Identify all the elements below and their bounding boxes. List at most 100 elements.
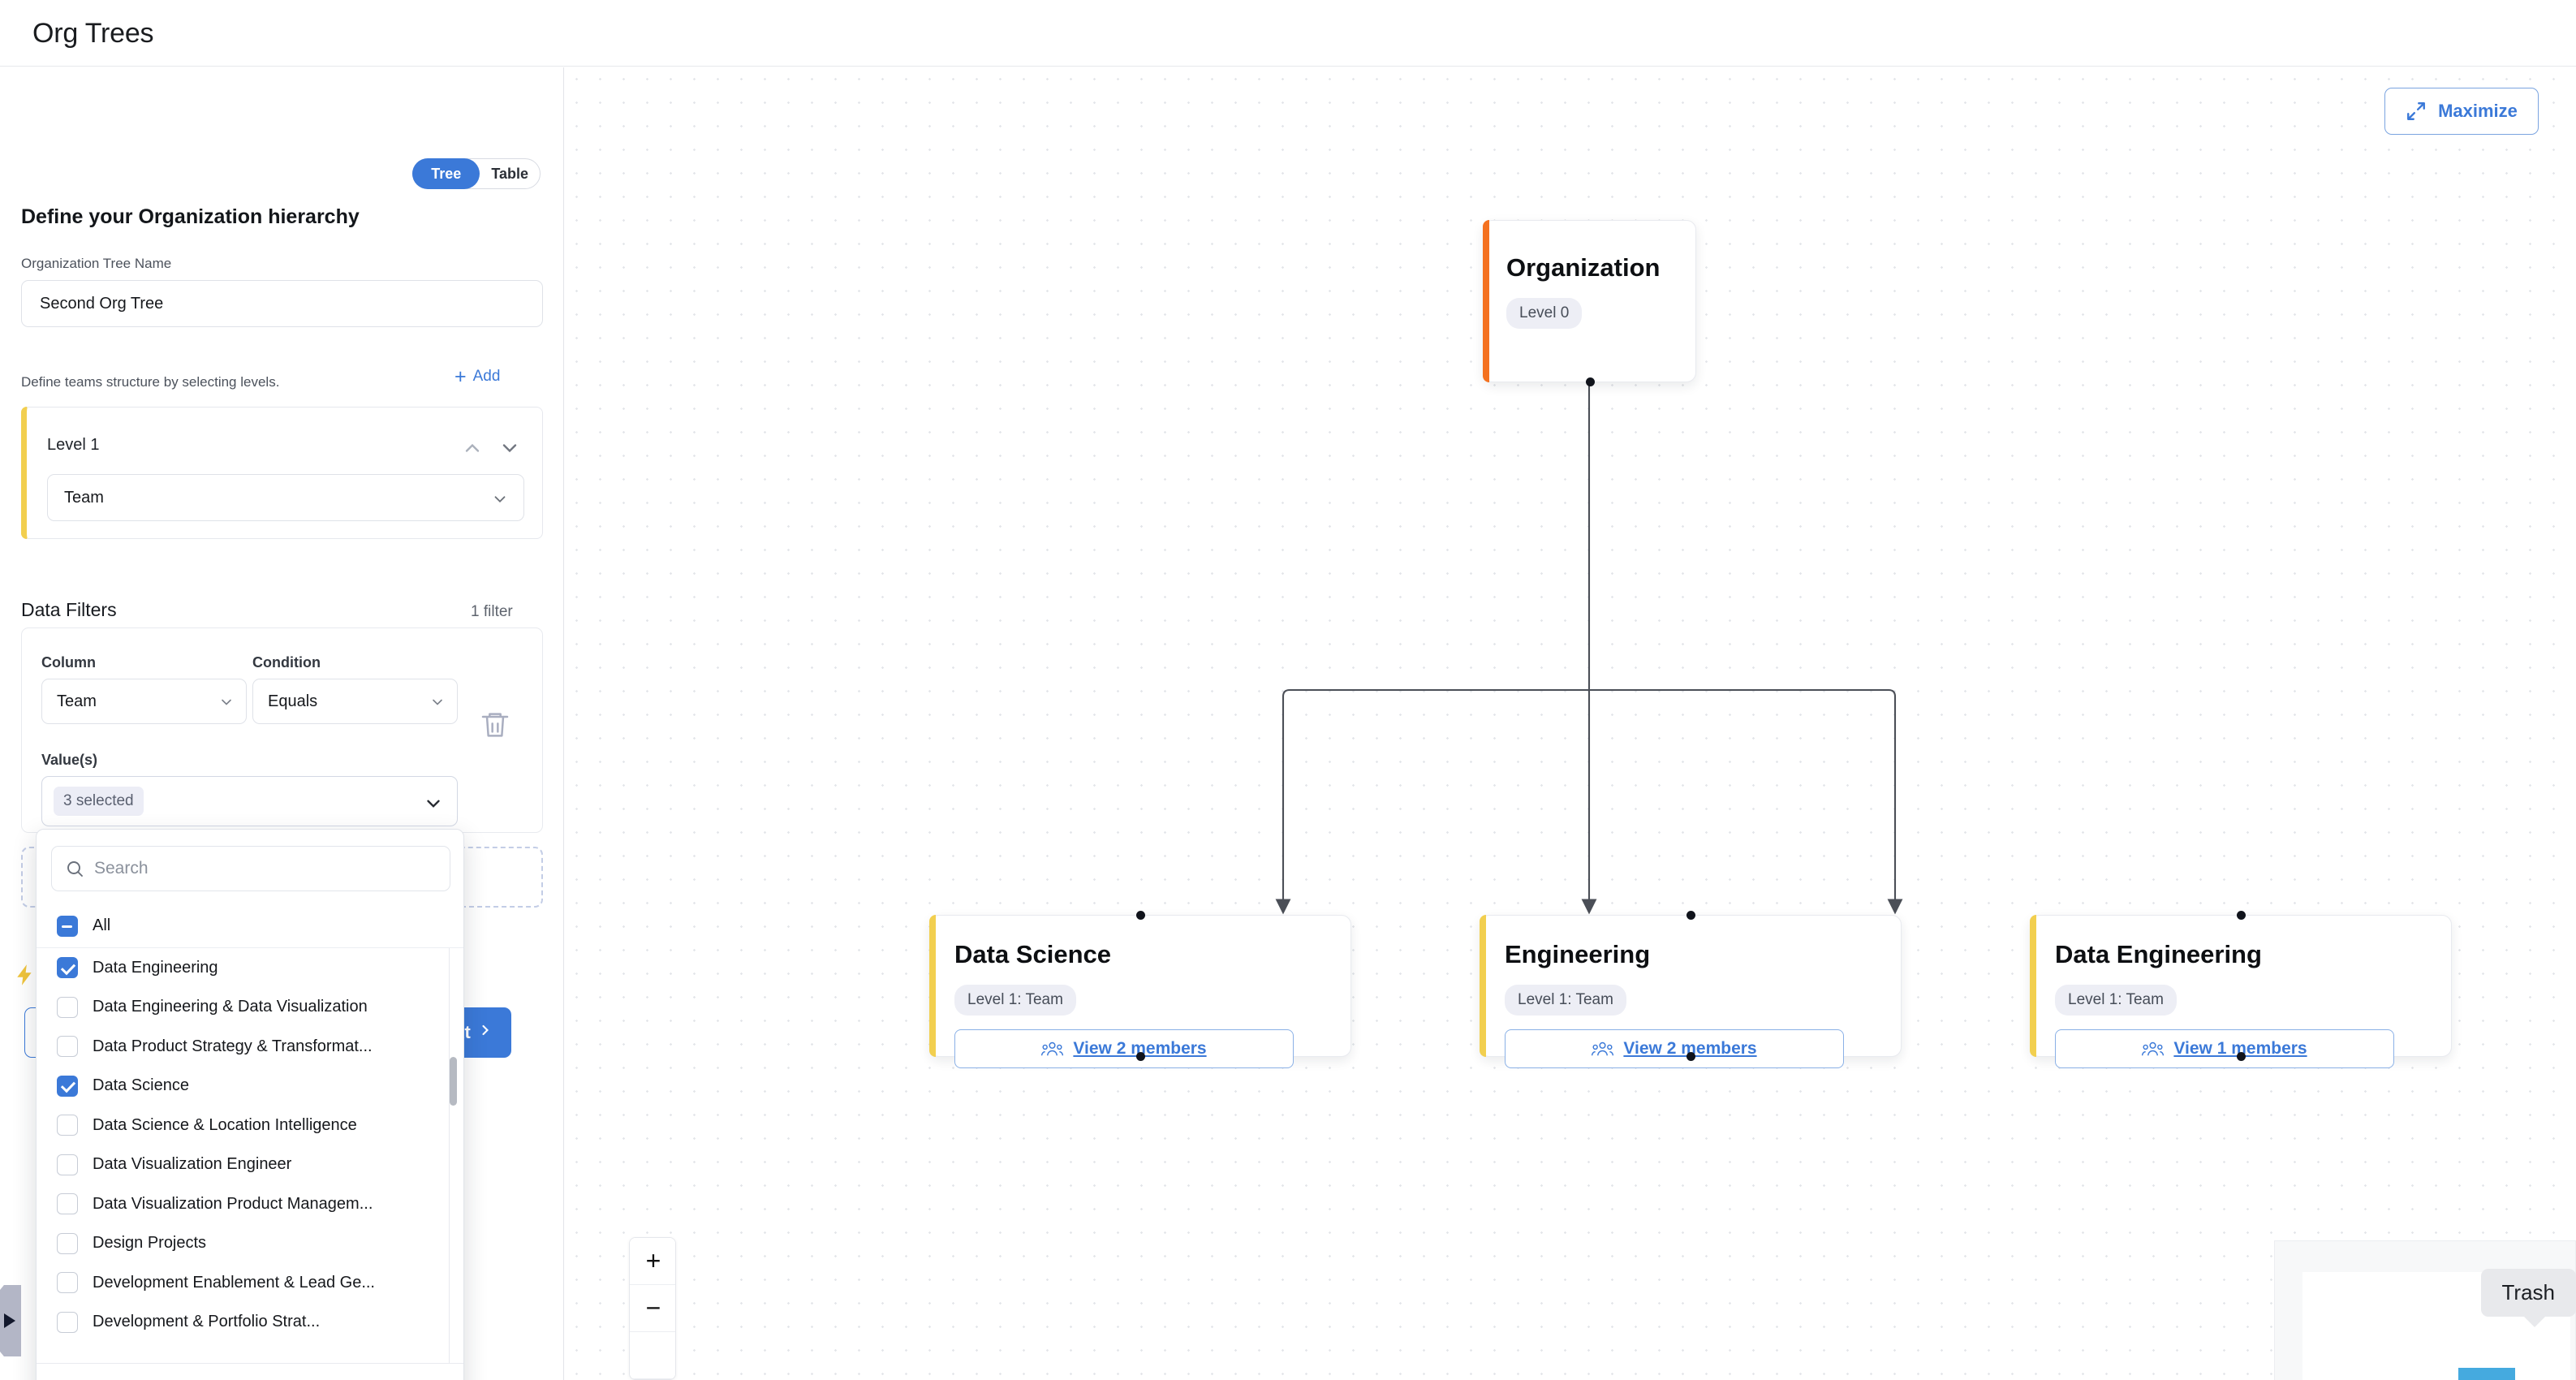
org-node-root[interactable]: Organization Level 0 bbox=[1483, 220, 1696, 386]
data-filters-title: Data Filters bbox=[21, 599, 117, 620]
search-input[interactable] bbox=[94, 859, 437, 878]
node-title: Data Engineering bbox=[2055, 940, 2262, 968]
filters-count: 1 filter bbox=[471, 603, 513, 620]
section-heading: Define your Organization hierarchy bbox=[21, 205, 360, 228]
node-accent-bar bbox=[1483, 220, 1489, 382]
option-label: Design Projects bbox=[93, 1234, 207, 1253]
option-label: Data Product Strategy & Transformat... bbox=[93, 1037, 373, 1055]
view-members-button[interactable]: View 1 members bbox=[2055, 1029, 2394, 1068]
node-port-top[interactable] bbox=[1136, 911, 1145, 920]
view-members-label: View 2 members bbox=[1073, 1039, 1207, 1058]
node-accent-bar bbox=[2030, 915, 2036, 1057]
org-tree-canvas[interactable]: Maximize Organization Level 0 Data Scien… bbox=[565, 67, 2576, 1380]
view-members-button[interactable]: View 2 members bbox=[1505, 1029, 1844, 1068]
node-level-badge: Level 1: Team bbox=[1505, 985, 1626, 1016]
option-label: Data Engineering bbox=[93, 958, 218, 977]
tab-tree[interactable]: Tree bbox=[412, 158, 480, 189]
maximize-label: Maximize bbox=[2438, 101, 2518, 121]
level-accent-bar bbox=[21, 407, 27, 539]
move-level-down-button[interactable] bbox=[498, 437, 521, 459]
people-icon bbox=[1041, 1041, 1064, 1056]
dropdown-scrollbar-thumb[interactable] bbox=[450, 1057, 457, 1106]
dropdown-option[interactable]: Data Product Strategy & Transformat... bbox=[37, 1027, 463, 1067]
option-checkbox[interactable] bbox=[57, 1272, 78, 1294]
level-card: Level 1 Team bbox=[21, 407, 543, 539]
dropdown-option[interactable]: Data Engineering bbox=[37, 948, 463, 988]
node-port-bottom[interactable] bbox=[1136, 1052, 1145, 1061]
levels-hint-text: Define teams structure by selecting leve… bbox=[21, 374, 280, 390]
chevron-down-icon bbox=[218, 694, 235, 715]
node-port-bottom[interactable] bbox=[2237, 1052, 2246, 1061]
dropdown-option[interactable]: Development & Portfolio Strat... bbox=[37, 1303, 463, 1343]
zoom-fit-button[interactable] bbox=[630, 1332, 675, 1379]
filter-column-select[interactable]: Team bbox=[41, 679, 247, 724]
option-checkbox[interactable] bbox=[57, 1154, 78, 1175]
chevron-down-icon bbox=[491, 490, 509, 513]
chevron-down-icon bbox=[429, 694, 446, 715]
dropdown-scrollbar-track[interactable] bbox=[450, 955, 457, 1357]
node-port-bottom[interactable] bbox=[1586, 377, 1595, 386]
maximize-button[interactable]: Maximize bbox=[2384, 88, 2539, 135]
select-all-checkbox[interactable] bbox=[57, 915, 78, 937]
option-checkbox[interactable] bbox=[57, 996, 78, 1018]
dropdown-option[interactable]: Development Enablement & Lead Ge... bbox=[37, 1263, 463, 1303]
dropdown-option[interactable]: Data Visualization Product Managem... bbox=[37, 1184, 463, 1224]
option-label: Development & Portfolio Strat... bbox=[93, 1313, 321, 1331]
option-label: Development Enablement & Lead Ge... bbox=[93, 1273, 375, 1292]
people-icon bbox=[2142, 1041, 2165, 1056]
option-checkbox[interactable] bbox=[57, 1115, 78, 1136]
view-mode-toggle[interactable]: Tree Table bbox=[412, 158, 541, 189]
tree-name-input[interactable] bbox=[21, 280, 543, 327]
filter-hint-row bbox=[15, 964, 36, 985]
top-bar: Org Trees bbox=[0, 0, 2576, 67]
org-node-data-engineering[interactable]: Data Engineering Level 1: Team View 1 me… bbox=[2030, 911, 2452, 1068]
zoom-controls[interactable]: + − bbox=[629, 1237, 676, 1380]
selected-count-chip: 3 selected bbox=[54, 787, 144, 816]
option-checkbox[interactable] bbox=[57, 957, 78, 979]
dropdown-option[interactable]: Data Visualization Engineer bbox=[37, 1145, 463, 1185]
option-label: Data Visualization Product Managem... bbox=[93, 1194, 373, 1213]
plus-icon: + bbox=[454, 364, 467, 388]
node-port-top[interactable] bbox=[2237, 911, 2246, 920]
canvas-minimap[interactable] bbox=[2274, 1240, 2576, 1380]
node-port-top[interactable] bbox=[1686, 911, 1695, 920]
filter-values-select[interactable]: 3 selected bbox=[41, 776, 458, 826]
level-column-select[interactable]: Team bbox=[47, 474, 524, 521]
level-title: Level 1 bbox=[47, 436, 100, 454]
zoom-out-button[interactable]: − bbox=[630, 1285, 675, 1332]
chevron-down-icon bbox=[423, 793, 444, 818]
sidebar-collapse-handle[interactable] bbox=[0, 1285, 21, 1356]
option-checkbox[interactable] bbox=[57, 1311, 78, 1333]
configuration-sidebar: Tree Table Define your Organization hier… bbox=[0, 67, 564, 1380]
org-node-engineering[interactable]: Engineering Level 1: Team View 2 members bbox=[1480, 911, 1902, 1068]
option-checkbox[interactable] bbox=[57, 1193, 78, 1215]
option-label: Data Engineering & Data Visualization bbox=[93, 998, 368, 1016]
zoom-in-button[interactable]: + bbox=[630, 1238, 675, 1285]
filter-condition-select[interactable]: Equals bbox=[252, 679, 458, 724]
org-node-data-science[interactable]: Data Science Level 1: Team View 2 member… bbox=[929, 911, 1351, 1068]
page-title: Org Trees bbox=[32, 18, 154, 49]
node-port-bottom[interactable] bbox=[1686, 1052, 1695, 1061]
load-more-button[interactable]: Load More (200/333) bbox=[37, 1363, 463, 1380]
option-checkbox[interactable] bbox=[57, 1036, 78, 1058]
dropdown-select-all-row[interactable]: All bbox=[37, 904, 463, 948]
option-checkbox[interactable] bbox=[57, 1232, 78, 1254]
view-members-button[interactable]: View 2 members bbox=[954, 1029, 1294, 1068]
tree-connectors bbox=[1275, 383, 1903, 915]
filter-card: Column Condition Value(s) Team Equals 3 … bbox=[21, 627, 543, 833]
move-level-up-button[interactable] bbox=[461, 437, 484, 459]
option-label: Data Science & Location Intelligence bbox=[93, 1115, 357, 1134]
option-checkbox[interactable] bbox=[57, 1075, 78, 1097]
dropdown-search-wrapper[interactable] bbox=[51, 846, 450, 891]
dropdown-option[interactable]: Design Projects bbox=[37, 1224, 463, 1264]
dropdown-option[interactable]: Data Science & Location Intelligence bbox=[37, 1106, 463, 1145]
dropdown-option[interactable]: Data Engineering & Data Visualization bbox=[37, 988, 463, 1028]
dropdown-option[interactable]: Data Science bbox=[37, 1067, 463, 1106]
tab-table[interactable]: Table bbox=[491, 165, 529, 182]
tree-name-label: Organization Tree Name bbox=[21, 256, 172, 271]
add-level-button[interactable]: + Add bbox=[454, 364, 500, 388]
delete-filter-button[interactable] bbox=[479, 709, 511, 741]
maximize-icon bbox=[2407, 102, 2426, 120]
